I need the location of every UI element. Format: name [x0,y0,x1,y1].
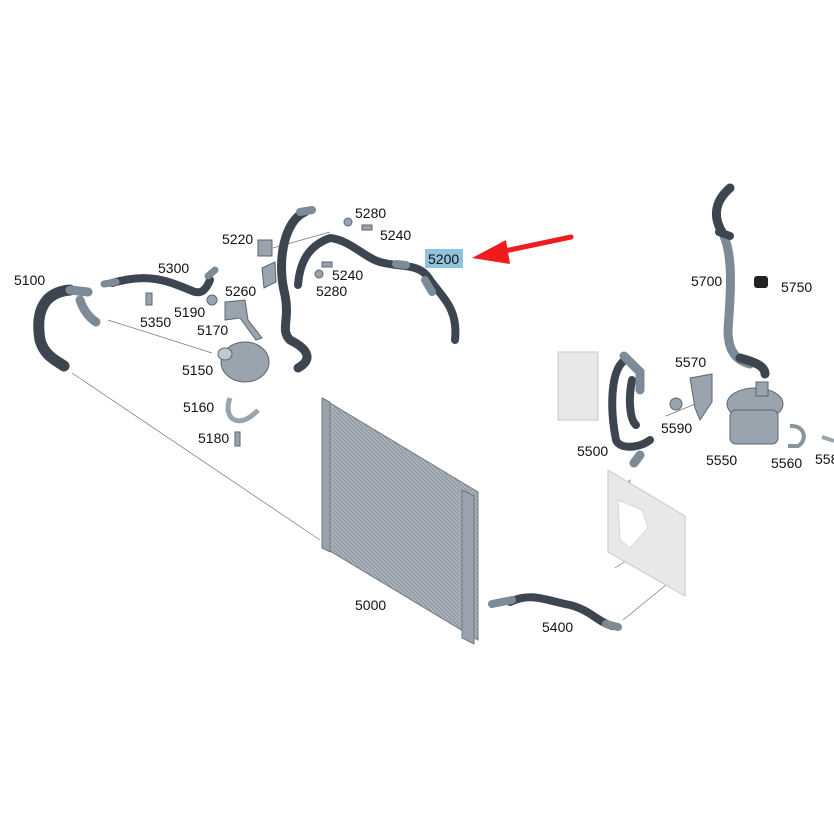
bracket-5260[interactable] [261,261,277,289]
clip-5350[interactable] [145,292,153,306]
label-5150[interactable]: 5150 [182,362,213,378]
bracket-5570[interactable] [689,373,713,422]
label-5750[interactable]: 5750 [781,279,812,295]
bracket-5220[interactable] [257,239,273,257]
part-labels: 5280 5220 5240 5200 5100 5300 5240 5260 … [14,205,834,635]
clamp-5560[interactable] [788,424,806,448]
pump-5150[interactable] [217,341,270,383]
label-5200[interactable]: 5200 [428,251,459,267]
pump-5550[interactable] [726,381,784,445]
hose-5300[interactable] [100,266,219,297]
label-5400[interactable]: 5400 [542,619,573,635]
ghost-cooler [557,351,686,597]
bolt-5180[interactable] [234,431,241,447]
label-5260[interactable]: 5260 [225,283,256,299]
bolt-5240-lower[interactable] [321,261,333,268]
screw-5190[interactable] [206,294,218,306]
label-5550[interactable]: 5550 [706,452,737,468]
label-5570[interactable]: 5570 [675,354,706,370]
hose-5200[interactable] [277,206,460,373]
label-5180[interactable]: 5180 [198,430,229,446]
bolt-5240[interactable] [361,224,373,231]
label-5500[interactable]: 5500 [577,443,608,459]
grommet-5750[interactable] [754,276,768,288]
nut-5280[interactable] [343,217,353,227]
label-5100[interactable]: 5100 [14,272,45,288]
label-558x[interactable]: 558 [815,451,834,467]
label-5240-lower[interactable]: 5240 [332,267,363,283]
label-5590[interactable]: 5590 [661,420,692,436]
nut-5280-lower[interactable] [314,269,324,279]
label-5220[interactable]: 5220 [222,231,253,247]
red-arrow-icon [472,234,574,264]
label-5000[interactable]: 5000 [355,597,386,613]
label-5160[interactable]: 5160 [183,399,214,415]
label-5560[interactable]: 5560 [771,455,802,471]
part-558x[interactable] [821,435,834,443]
radiator-5000[interactable] [321,397,479,645]
bracket-5170[interactable] [224,299,263,341]
hose-5100[interactable] [33,284,101,372]
label-5700[interactable]: 5700 [691,273,722,289]
hose-5700[interactable] [711,183,770,379]
label-5300[interactable]: 5300 [158,260,189,276]
label-5280[interactable]: 5280 [355,205,386,221]
label-5170[interactable]: 5170 [197,322,228,338]
label-5190[interactable]: 5190 [174,304,205,320]
hose-5400[interactable] [488,593,622,631]
label-5240[interactable]: 5240 [380,227,411,243]
clamp-5160[interactable] [225,397,260,424]
label-5280-lower[interactable]: 5280 [316,283,347,299]
label-5350[interactable]: 5350 [140,314,171,330]
screw-5590[interactable] [669,397,683,411]
hose-5500[interactable] [608,351,654,468]
highlight-box [425,249,463,268]
